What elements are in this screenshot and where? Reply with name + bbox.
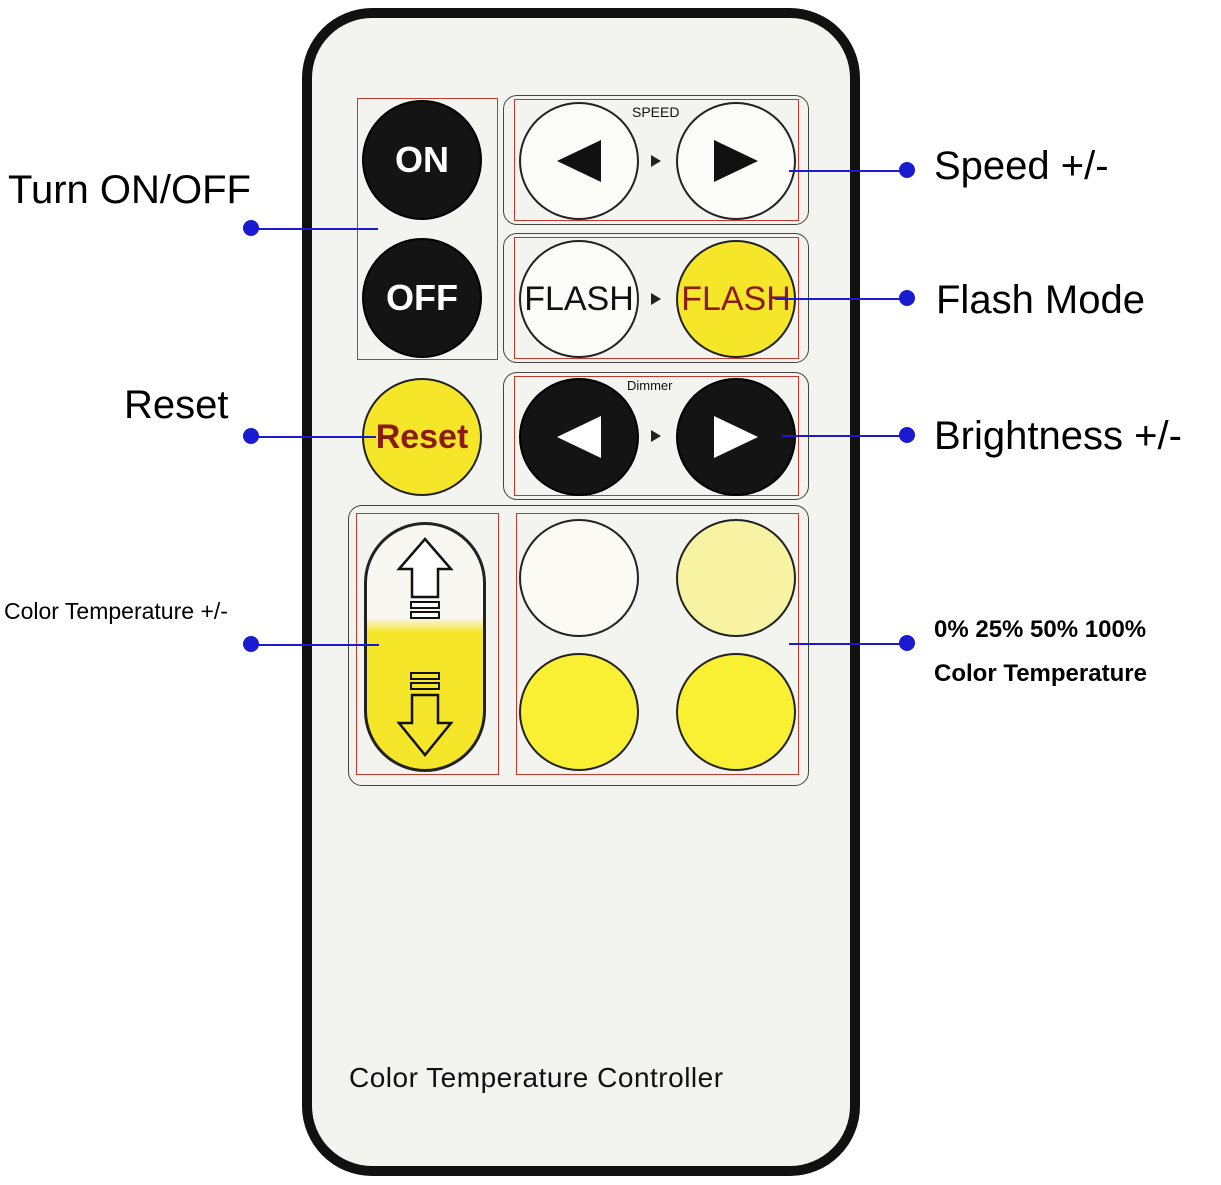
callout-presets-line1: 0% 25% 50% 100% <box>934 616 1147 643</box>
off-button-label: OFF <box>386 277 458 318</box>
callout-line-flash-mode <box>775 298 907 300</box>
reset-button[interactable]: Reset <box>362 378 482 496</box>
flash-button-2-label: FLASH <box>681 279 791 318</box>
left-triangle-icon <box>557 140 601 182</box>
speed-group-frame <box>503 95 809 225</box>
callout-dot-brightness <box>899 427 915 443</box>
off-button[interactable]: OFF <box>362 238 482 358</box>
speed-down-button[interactable] <box>519 102 639 220</box>
callout-flash-mode: Flash Mode <box>936 278 1145 322</box>
callout-dot-speed <box>899 162 915 178</box>
callout-line-reset <box>251 436 376 438</box>
preset-100-button[interactable] <box>676 653 796 771</box>
right-triangle-icon <box>714 416 758 458</box>
up-arrow-icon <box>396 537 454 619</box>
callout-line-speed <box>789 170 907 172</box>
on-button[interactable]: ON <box>362 100 482 220</box>
callout-brightness: Brightness +/- <box>934 414 1182 458</box>
left-triangle-icon <box>557 416 601 458</box>
speed-group-inner-frame <box>514 99 799 221</box>
callout-speed: Speed +/- <box>934 144 1109 188</box>
callout-line-color-temperature <box>251 644 379 646</box>
callout-dot-presets <box>899 635 915 651</box>
on-button-label: ON <box>395 139 449 180</box>
flash-button-1[interactable]: FLASH <box>519 240 639 358</box>
callout-dot-flash-mode <box>899 290 915 306</box>
callout-turn-on-off: Turn ON/OFF <box>8 168 251 212</box>
reset-button-label: Reset <box>375 417 469 456</box>
callout-presets-line2: Color Temperature <box>934 660 1147 687</box>
callout-color-temperature: Color Temperature +/- <box>4 598 228 624</box>
speed-up-button[interactable] <box>676 102 796 220</box>
speed-arrow-icon <box>651 155 661 167</box>
preset-50-button[interactable] <box>519 653 639 771</box>
callout-line-turn-on-off <box>251 228 378 230</box>
dimmer-caption: Dimmer <box>627 378 673 393</box>
down-arrow-icon <box>396 672 454 757</box>
dimmer-down-button[interactable] <box>519 378 639 496</box>
callout-line-presets <box>789 643 907 645</box>
color-temperature-rocker[interactable] <box>364 522 486 772</box>
callout-line-brightness <box>782 435 907 437</box>
callout-reset: Reset <box>124 383 229 427</box>
flash-arrow-icon <box>651 293 661 305</box>
right-triangle-icon <box>714 140 758 182</box>
preset-0-button[interactable] <box>519 519 639 637</box>
dimmer-arrow-icon <box>651 430 661 442</box>
speed-caption: SPEED <box>632 104 680 120</box>
remote-footer-title: Color Temperature Controller <box>349 1062 724 1093</box>
preset-25-button[interactable] <box>676 519 796 637</box>
flash-button-1-label: FLASH <box>524 279 634 318</box>
dimmer-up-button[interactable] <box>676 378 796 496</box>
